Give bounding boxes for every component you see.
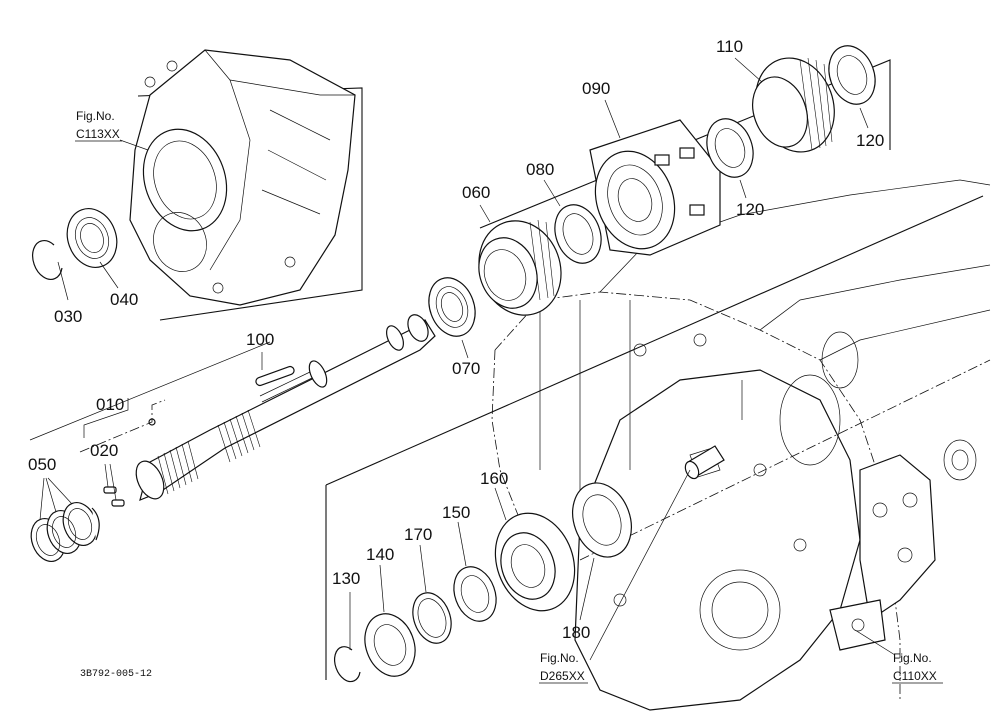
callout-100: 100 [246,330,274,349]
ring-170 [412,592,452,644]
callout-labels: 030 040 100 010 020 050 070 060 080 090 … [28,37,884,642]
pins-020 [103,486,125,507]
callout-030: 030 [54,307,82,326]
callout-110: 110 [716,37,743,56]
callout-120-upper: 120 [856,131,884,150]
shaft-splines [157,409,261,495]
gear-110 [752,57,835,153]
bearing-120-lower [706,118,754,178]
key-100 [255,365,295,387]
callout-090: 090 [582,79,610,98]
leader-lines [39,57,896,661]
callout-010: 010 [96,395,124,414]
gear-160 [494,512,576,612]
bearing-120-upper [828,45,876,105]
snap-rings-050 [30,502,100,562]
callout-020: 020 [90,441,118,460]
callout-170: 170 [404,525,432,544]
fig-ref-c113-line2: C113XX [76,127,120,141]
bearing-180 [572,482,632,558]
figure-ref-d265: Fig.No. D265XX [539,651,588,684]
callout-060: 060 [462,183,490,202]
circlip-030 [32,240,63,280]
fig-ref-d265-line2: D265XX [540,669,585,683]
callout-140: 140 [366,545,394,564]
front-housing [129,49,356,306]
circlip-130 [333,646,361,683]
transmission-case [491,179,991,711]
callout-120-lower: 120 [736,200,764,219]
gear-060 [478,219,562,316]
drawing-code: 3B792-005-12 [80,669,152,680]
bearing-150 [453,566,497,622]
callout-160: 160 [480,469,508,488]
bearing-040 [66,208,118,268]
callout-150: 150 [442,503,470,522]
callout-180: 180 [562,623,590,642]
pto-shaft [684,445,725,480]
fig-ref-c110-line2: C110XX [893,669,937,683]
figure-ref-c110: Fig.No. C110XX [892,651,943,684]
fig-ref-c113-line1: Fig.No. [76,109,115,123]
callout-040: 040 [110,290,138,309]
fig-ref-c110-line1: Fig.No. [893,651,932,665]
bearing-080 [554,204,602,264]
bearing-070 [428,277,476,337]
callout-080: 080 [526,160,554,179]
callout-070: 070 [452,359,480,378]
callout-050: 050 [28,455,56,474]
clutch-drum-090 [589,119,721,256]
callout-130: 130 [332,569,360,588]
fig-ref-d265-line1: Fig.No. [540,651,579,665]
bearing-140 [364,613,416,677]
figure-ref-c113: Fig.No. C113XX [75,109,122,142]
main-shaft [135,314,436,501]
